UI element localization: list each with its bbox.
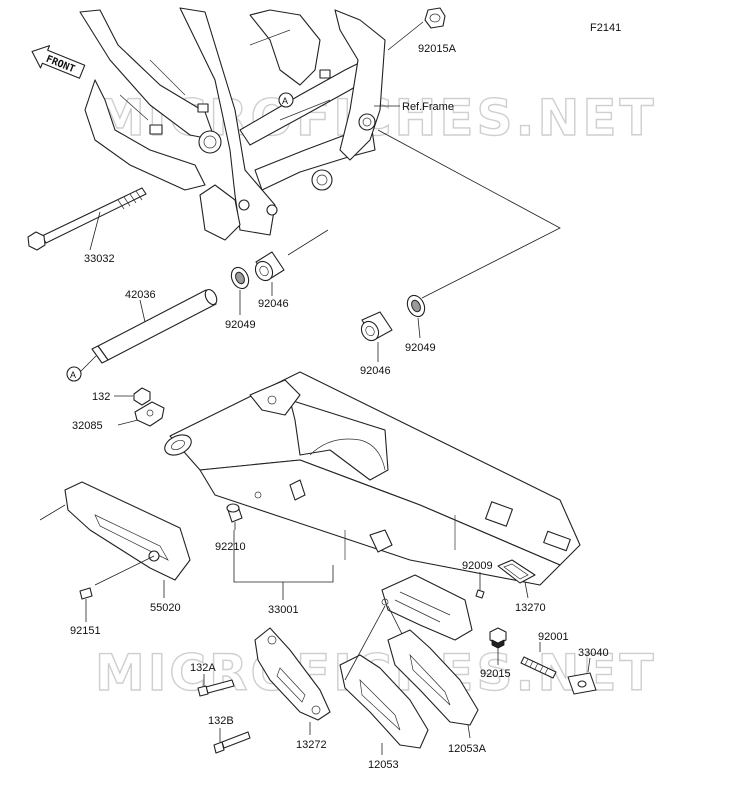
frame-illustration [79, 7, 386, 241]
label-33032: 33032 [84, 253, 115, 265]
reference-marker-a-sleeve: A [66, 366, 82, 382]
part-92049-left[interactable]: 92049 [225, 265, 256, 331]
label-12053A: 12053A [448, 743, 487, 755]
label-92049-right: 92049 [405, 342, 436, 354]
part-13272[interactable]: 13272 [254, 627, 331, 751]
label-132B: 132B [208, 715, 234, 727]
part-92015[interactable]: 92015 [480, 627, 511, 680]
svg-text:A: A [282, 96, 288, 106]
part-92049-right[interactable]: 92049 [404, 293, 436, 354]
label-33040: 33040 [578, 647, 609, 659]
label-92046-top: 92046 [258, 298, 289, 310]
figure-code: F2141 [590, 22, 621, 34]
part-132[interactable]: 132 [92, 387, 151, 406]
part-33032[interactable]: 33032 [27, 187, 147, 265]
chain-guide-assembly [381, 574, 473, 641]
part-92009[interactable]: 92009 [462, 560, 493, 599]
part-92046-lower[interactable]: 92046 [358, 311, 393, 377]
part-92046-top[interactable]: 92046 [252, 251, 289, 310]
label-92210: 92210 [215, 541, 246, 553]
part-13270[interactable]: 13270 [497, 559, 546, 614]
part-132B[interactable]: 132B [208, 715, 251, 754]
label-13272: 13272 [296, 739, 327, 751]
label-33001: 33001 [268, 604, 299, 616]
label-92046-lower: 92046 [360, 365, 391, 377]
part-55020[interactable]: 55020 [39, 481, 191, 614]
part-32085[interactable]: 32085 [72, 401, 165, 432]
part-42036[interactable]: 42036 [79, 288, 219, 373]
part-92151[interactable]: 92151 [70, 587, 101, 637]
part-33040[interactable]: 33040 [567, 647, 609, 695]
label-132: 132 [92, 391, 110, 403]
bracket-33001 [233, 530, 334, 583]
label-12053: 12053 [368, 759, 399, 771]
front-arrow-icon: FRONT [31, 45, 86, 79]
label-92049-left: 92049 [225, 319, 256, 331]
part-132A[interactable]: 132A [190, 662, 235, 697]
label-92009: 92009 [462, 560, 493, 572]
part-92001[interactable]: 92001 [520, 631, 569, 679]
swingarm-33001[interactable] [162, 371, 581, 586]
ref-frame-label: Ref.Frame [402, 101, 454, 113]
label-55020: 55020 [150, 602, 181, 614]
label-32085: 32085 [72, 420, 103, 432]
part-12053[interactable]: 12053 [339, 654, 429, 771]
reference-marker-a-frame: A [278, 92, 294, 108]
leader-pivot-left [287, 229, 329, 256]
part-92210[interactable]: 92210 [215, 491, 262, 553]
label-42036: 42036 [125, 289, 156, 301]
label-13270: 13270 [515, 602, 546, 614]
label-92015: 92015 [480, 668, 511, 680]
part-12053A[interactable]: 12053A [387, 629, 487, 755]
svg-text:A: A [70, 370, 76, 380]
label-92151: 92151 [70, 625, 101, 637]
label-132A: 132A [190, 662, 216, 674]
label-92001: 92001 [538, 631, 569, 643]
label-92015A: 92015A [418, 43, 457, 55]
leader-pivot-right [377, 129, 561, 299]
part-92015A[interactable]: 92015A [387, 7, 457, 55]
